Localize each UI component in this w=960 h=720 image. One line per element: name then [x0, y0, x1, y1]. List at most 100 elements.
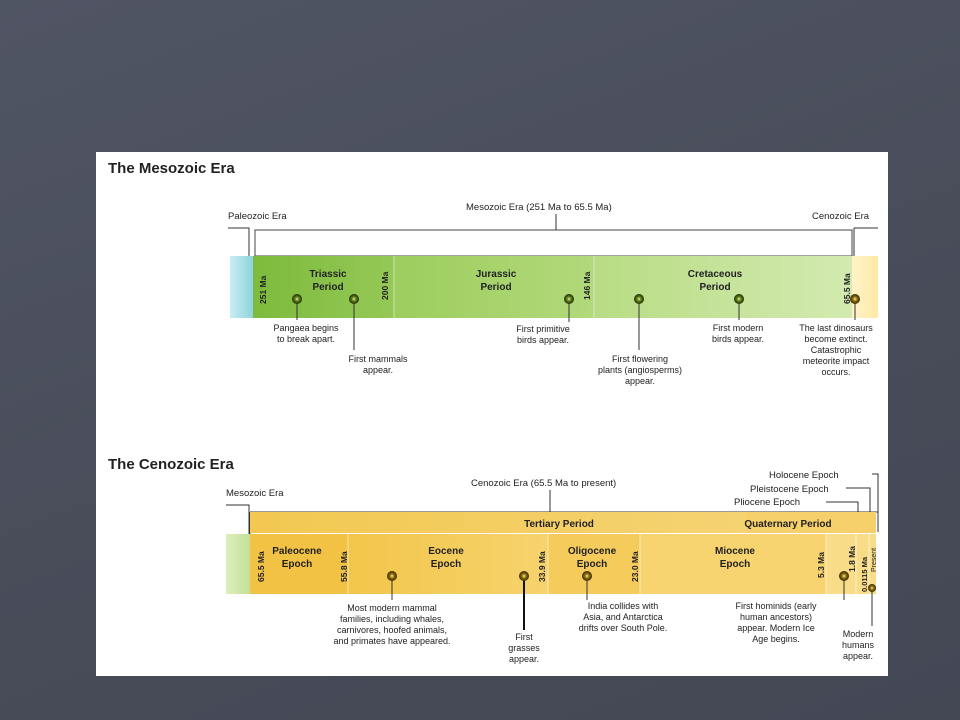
event-dot-flowering-plants — [634, 294, 644, 304]
quaternary-band — [746, 512, 876, 533]
annotation-hominids-1: First hominids (early — [735, 601, 817, 611]
jurassic-band — [394, 256, 594, 318]
annotation-pangaea-1: Pangaea begins — [273, 323, 339, 333]
event-dot-india-collides — [582, 571, 592, 581]
annotation-grasses-1: First — [515, 632, 533, 642]
paleozoic-era-label: Paleozoic Era — [228, 211, 287, 222]
annotation-mammals-1: First mammals — [349, 354, 408, 364]
event-dot-dinosaur-extinction — [850, 294, 860, 304]
tertiary-period-label: Tertiary Period — [524, 519, 594, 530]
cretaceous-band — [594, 256, 852, 318]
cenozoic-title: The Cenozoic Era — [108, 456, 235, 473]
annotation-hominids-4: Age begins. — [752, 634, 800, 644]
annotation-hominids-2: human ancestors) — [740, 612, 812, 622]
event-dot-modern-humans — [868, 584, 876, 592]
annotation-modern-birds-1: First modern — [713, 323, 764, 333]
event-dot-first-mammals — [349, 294, 359, 304]
oligocene-label-1: Oligocene — [568, 546, 617, 557]
paleocene-label-2: Epoch — [282, 559, 313, 570]
cretaceous-label-1: Cretaceous — [688, 269, 743, 280]
oligocene-label-2: Epoch — [577, 559, 608, 570]
tick-1-8ma: 1.8 Ma — [847, 546, 857, 572]
triassic-label-2: Period — [312, 282, 343, 293]
mesozoic-era-label: Mesozoic Era (251 Ma to 65.5 Ma) — [466, 202, 612, 213]
paleocene-label-1: Paleocene — [272, 546, 322, 557]
holocene-label: Holocene Epoch — [769, 470, 839, 481]
event-dot-primitive-birds — [564, 294, 574, 304]
annotation-flowering-1: First flowering — [612, 354, 668, 364]
pliocene-band — [826, 534, 876, 594]
eocene-label-2: Epoch — [431, 559, 462, 570]
annotation-dinosaurs-4: meteorite impact — [803, 356, 870, 366]
event-dot-pangaea — [292, 294, 302, 304]
jurassic-label-1: Jurassic — [476, 269, 517, 280]
annotation-pangaea-2: to break apart. — [277, 334, 335, 344]
tick-251ma: 251 Ma — [258, 275, 268, 304]
jurassic-label-2: Period — [480, 282, 511, 293]
tick-55-8ma: 55.8 Ma — [339, 551, 349, 582]
mesozoic-annotations: Pangaea begins to break apart. First mam… — [273, 323, 873, 386]
mesozoic-epoch-band — [226, 534, 250, 594]
cretaceous-label-2: Period — [699, 282, 730, 293]
annotation-humans-3: appear. — [843, 651, 873, 661]
annotation-humans-1: Modern — [843, 629, 874, 639]
annotation-mammal-families-4: and primates have appeared. — [333, 636, 450, 646]
annotation-dinosaurs-5: occurs. — [821, 367, 850, 377]
tick-5-3ma: 5.3 Ma — [816, 552, 826, 578]
tick-200ma: 200 Ma — [380, 271, 390, 300]
tick-146ma: 146 Ma — [582, 271, 592, 300]
event-dot-first-hominids — [839, 571, 849, 581]
event-dot-first-grasses — [519, 571, 529, 581]
annotation-dinosaurs-1: The last dinosaurs — [799, 323, 873, 333]
event-dot-modern-birds — [734, 294, 744, 304]
annotation-hominids-3: appear. Modern Ice — [737, 623, 815, 633]
quaternary-period-label: Quaternary Period — [744, 519, 831, 530]
tick-0-0115ma: 0.0115 Ma — [860, 556, 869, 592]
epoch-boundaries — [347, 534, 870, 594]
annotation-dinosaurs-2: become extinct. — [804, 334, 867, 344]
pleistocene-label: Pleistocene Epoch — [750, 484, 829, 495]
annotation-mammal-families-1: Most modern mammal — [347, 603, 437, 613]
mesozoic-era-bracket — [228, 214, 878, 257]
cenozoic-band — [852, 256, 878, 318]
annotation-modern-birds-2: birds appear. — [712, 334, 764, 344]
event-dot-mammal-families — [387, 571, 397, 581]
tick-23-0ma: 23.0 Ma — [630, 551, 640, 582]
mesozoic-era-label-2: Mesozoic Era — [226, 488, 284, 499]
cenozoic-era-label-2: Cenozoic Era (65.5 Ma to present) — [471, 478, 616, 489]
miocene-label-2: Epoch — [720, 559, 751, 570]
miocene-label-1: Miocene — [715, 546, 755, 557]
annotation-dinosaurs-3: Catastrophic — [811, 345, 862, 355]
tick-65-5ma-c: 65.5 Ma — [256, 551, 266, 582]
pliocene-label: Pliocene Epoch — [734, 497, 800, 508]
paleocene-band — [250, 534, 348, 594]
eocene-label-1: Eocene — [428, 546, 464, 557]
annotation-india-3: drifts over South Pole. — [579, 623, 668, 633]
annotation-flowering-2: plants (angiosperms) — [598, 365, 682, 375]
annotation-primitive-birds-2: birds appear. — [517, 335, 569, 345]
tick-33-9ma: 33.9 Ma — [537, 551, 547, 582]
tertiary-band — [250, 512, 876, 533]
annotation-mammal-families-3: carnivores, hoofed animals, — [337, 625, 447, 635]
geologic-timeline-diagram: The Mesozoic Era Paleozoic Era Mesozoic … — [108, 160, 879, 664]
timeline-panel: The Mesozoic Era Paleozoic Era Mesozoic … — [96, 152, 888, 676]
annotation-india-1: India collides with — [588, 601, 659, 611]
annotation-grasses-3: appear. — [509, 654, 539, 664]
eocene-band — [348, 534, 548, 594]
tick-present: Present — [871, 548, 878, 572]
annotation-india-2: Asia, and Antarctica — [583, 612, 663, 622]
oligocene-band — [548, 534, 640, 594]
annotation-flowering-3: appear. — [625, 376, 655, 386]
annotation-grasses-2: grasses — [508, 643, 540, 653]
paleozoic-band — [230, 256, 253, 318]
miocene-band — [640, 534, 826, 594]
annotation-humans-2: humans — [842, 640, 875, 650]
annotation-mammals-2: appear. — [363, 365, 393, 375]
triassic-label-1: Triassic — [309, 269, 347, 280]
mesozoic-title: The Mesozoic Era — [108, 160, 235, 177]
cenozoic-annotations: Most modern mammal families, including w… — [333, 601, 874, 664]
triassic-band — [253, 256, 394, 318]
annotation-mammal-families-2: families, including whales, — [340, 614, 444, 624]
annotation-primitive-birds-1: First primitive — [516, 324, 570, 334]
tick-65-5ma: 65.5 Ma — [842, 273, 852, 304]
